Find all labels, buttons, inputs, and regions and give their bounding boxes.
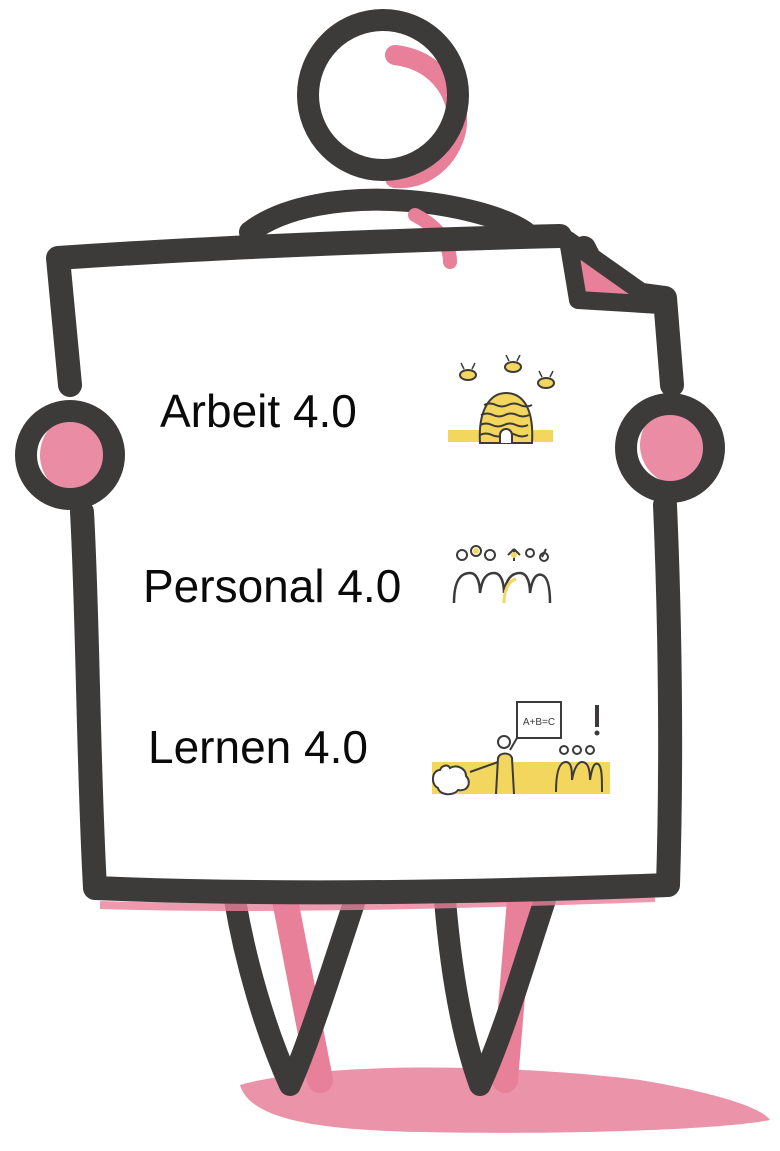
folded-corner — [559, 231, 669, 314]
team-ideas-icon — [452, 545, 552, 604]
whiteboard-formula: A+B=C — [523, 717, 555, 728]
hand-right — [615, 393, 725, 503]
board-shadow-bottom — [99, 894, 656, 912]
leg-right — [434, 889, 556, 1096]
hand-left — [15, 400, 125, 510]
shoulders — [239, 188, 536, 243]
head — [297, 9, 469, 181]
bee-icon — [459, 361, 555, 389]
teacher-class-icon: A+B=C — [432, 701, 610, 796]
leg-left — [224, 889, 366, 1096]
label-personal: Personal 4.0 — [143, 560, 402, 612]
beehive-icon — [448, 355, 555, 444]
label-arbeit: Arbeit 4.0 — [160, 385, 357, 437]
floor-shadow — [240, 1067, 770, 1133]
label-lernen: Lernen 4.0 — [148, 721, 368, 773]
